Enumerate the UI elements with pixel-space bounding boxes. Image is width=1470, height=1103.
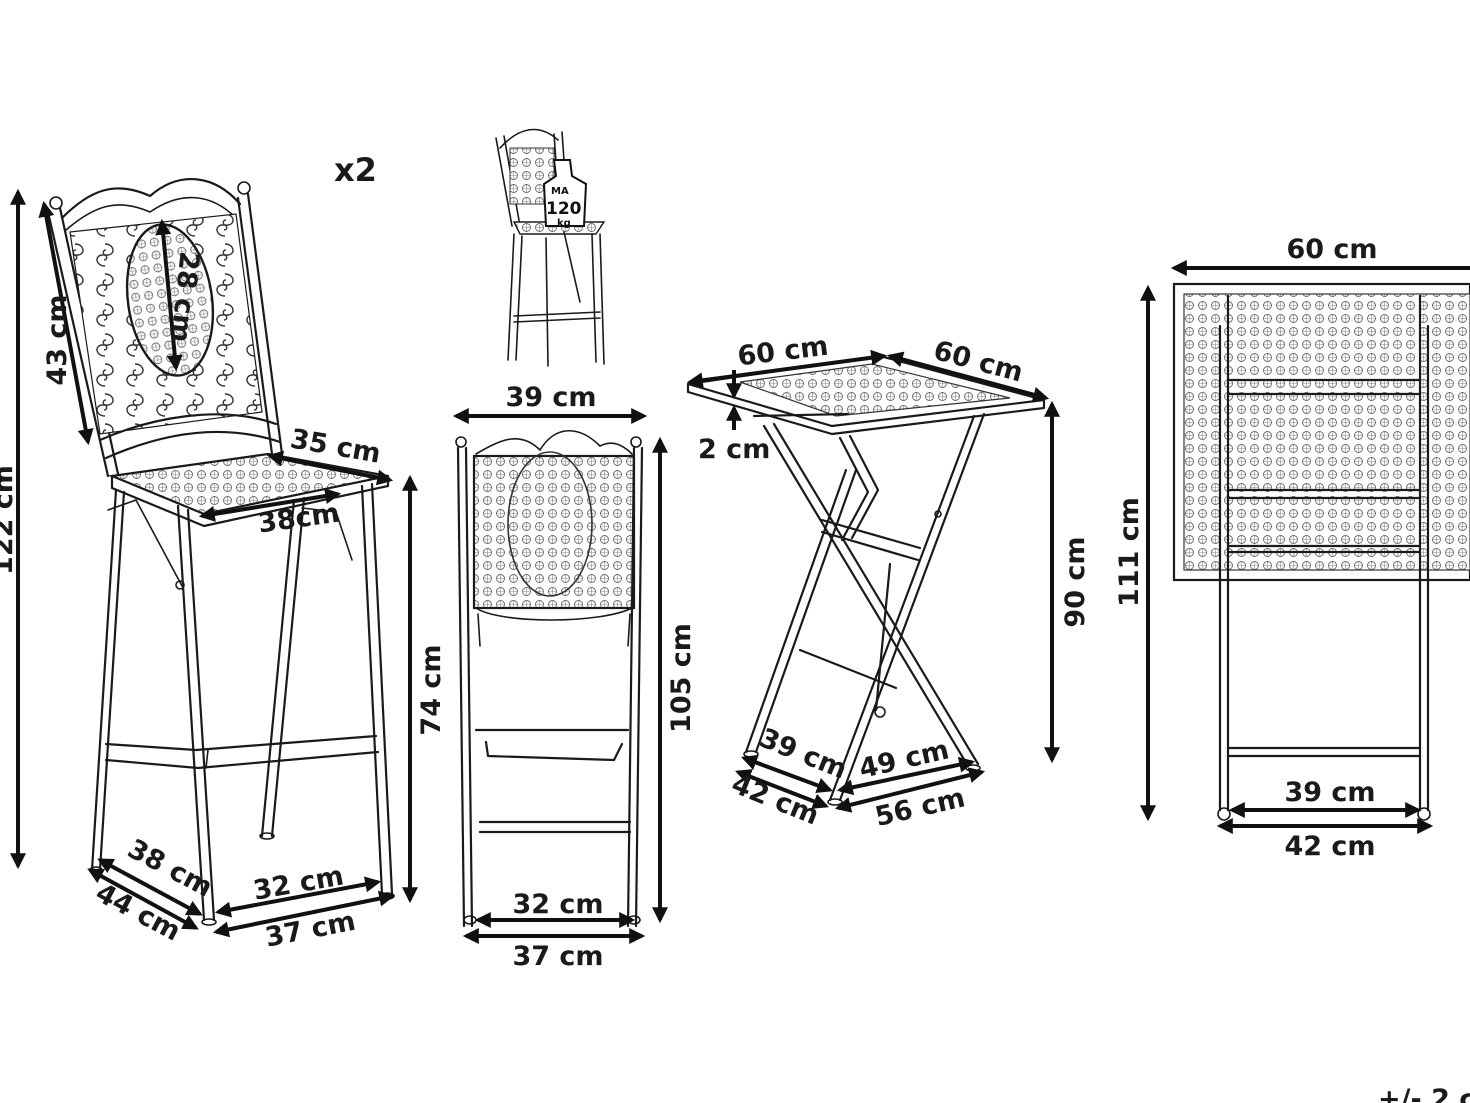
chair-base-depth-inner-label: 38 cm (122, 833, 217, 903)
load-badge-unit: kg (557, 218, 571, 229)
table-base-right-outer-label: 56 cm (872, 782, 968, 833)
chair-back-height-label: 43 cm (42, 294, 73, 385)
table-folded-view (1172, 282, 1470, 821)
load-badge-top: MA (551, 186, 569, 197)
folded-chair-width-label: 39 cm (505, 382, 596, 413)
dim-line-base-depth-outer (87, 868, 199, 930)
chair-seat-height-label: 74 cm (416, 644, 447, 735)
chair-folded-view (455, 429, 644, 928)
chair-side-view (46, 178, 395, 926)
table-top-thickness-label: 2 cm (698, 434, 770, 465)
folded-chair-base-inner-label: 32 cm (512, 889, 603, 920)
folded-chair-base-outer-label: 37 cm (512, 941, 603, 972)
dim-line-table-top-depth (886, 351, 1050, 403)
table-base-left-inner-label: 39 cm (755, 723, 851, 786)
dim-line-oval-height (155, 218, 183, 372)
folded-table-base-outer-label: 42 cm (1284, 831, 1375, 862)
load-badge-value: 120 (546, 199, 582, 219)
chair-base-width-outer-label: 37 cm (263, 906, 358, 954)
table-open-view (686, 354, 1046, 806)
dim-line-back-height (38, 200, 94, 446)
dim-line-seat-width (198, 488, 342, 522)
folded-table-height-label: 111 cm (1114, 497, 1145, 607)
chair-folded-dimensions: 39 cm 105 cm 32 cm 37 cm (452, 382, 697, 972)
table-folded-dimensions: 60 cm 111 cm 39 cm 42 cm (1114, 234, 1470, 862)
chair-base-width-inner-label: 32 cm (251, 860, 346, 906)
folded-chair-height-label: 105 cm (666, 623, 697, 733)
quantity-label: x2 (334, 151, 377, 189)
dim-line-table-base-left-outer (735, 769, 829, 809)
chair-total-height-label: 122 cm (0, 465, 19, 575)
dim-line-table-base-right-outer (834, 767, 986, 813)
chair-base-depth-outer-label: 44 cm (90, 877, 185, 947)
dim-line-table-top-width (686, 349, 888, 389)
load-capacity-illustration: MA 120 kg (495, 128, 606, 367)
dim-line-base-width-outer (212, 890, 396, 938)
table-height-label: 90 cm (1060, 536, 1091, 627)
folded-table-base-inner-label: 39 cm (1284, 777, 1375, 808)
folded-table-width-label: 60 cm (1286, 234, 1377, 265)
table-base-left-outer-label: 42 cm (727, 769, 823, 832)
dim-line-seat-depth (266, 450, 394, 486)
tolerance-note: +/- 2 cm (1378, 1084, 1470, 1103)
